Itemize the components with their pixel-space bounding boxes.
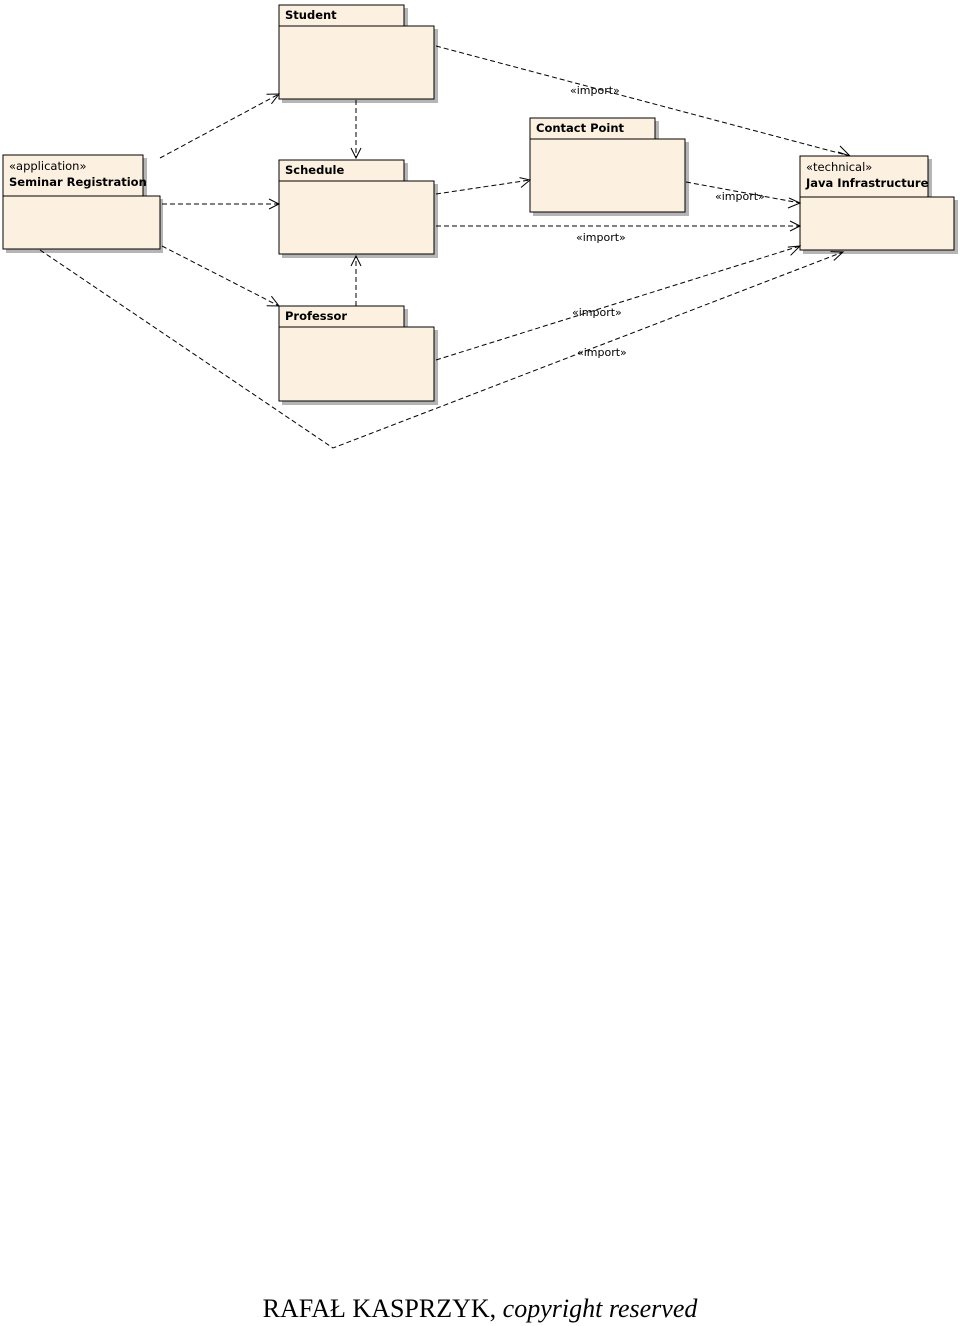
label-import-contact-java: «import» xyxy=(715,190,765,203)
dependency-contact-java[interactable] xyxy=(685,181,802,209)
package-java-name: Java Infrastructure xyxy=(805,176,929,190)
label-import-seminar-java: «import» xyxy=(577,346,627,359)
package-java-infrastructure[interactable]: «technical» Java Infrastructure xyxy=(799,155,958,254)
package-java-stereotype: «technical» xyxy=(806,160,872,174)
package-schedule-name: Schedule xyxy=(285,163,344,177)
package-diagram: Student «application» Seminar Registrati… xyxy=(2,4,958,449)
dependency-seminar-schedule[interactable] xyxy=(162,198,281,210)
dependency-professor-java[interactable] xyxy=(435,245,802,361)
dependency-seminar-student[interactable] xyxy=(159,93,281,159)
dependency-student-java[interactable] xyxy=(435,45,851,157)
dependency-schedule-java[interactable] xyxy=(436,220,802,232)
package-student[interactable]: Student xyxy=(278,4,438,103)
package-schedule[interactable]: Schedule xyxy=(278,159,438,258)
package-seminar-registration[interactable]: «application» Seminar Registration xyxy=(2,154,163,253)
dependency-seminar-professor[interactable] xyxy=(161,245,281,307)
package-contact-point-name: Contact Point xyxy=(536,121,625,135)
dependency-student-schedule[interactable] xyxy=(350,100,362,160)
label-import-professor-java: «import» xyxy=(572,306,622,319)
dependency-seminar-java[interactable] xyxy=(39,249,845,449)
dependency-schedule-contact[interactable] xyxy=(435,177,532,195)
label-import-student-java: «import» xyxy=(570,84,620,97)
copyright-footer: RAFAŁ KASPRZYK, copyright reserved xyxy=(0,1294,960,1324)
package-seminar-name: Seminar Registration xyxy=(9,175,147,189)
package-professor[interactable]: Professor xyxy=(278,305,438,405)
footer-copyright-note: copyright reserved xyxy=(502,1294,698,1323)
package-contact-point[interactable]: Contact Point xyxy=(529,117,689,216)
package-professor-name: Professor xyxy=(285,309,347,323)
package-student-name: Student xyxy=(285,8,337,22)
package-seminar-stereotype: «application» xyxy=(9,159,87,173)
dependency-professor-schedule[interactable] xyxy=(350,254,362,306)
label-import-schedule-java: «import» xyxy=(576,231,626,244)
footer-author: RAFAŁ KASPRZYK, xyxy=(262,1294,497,1323)
